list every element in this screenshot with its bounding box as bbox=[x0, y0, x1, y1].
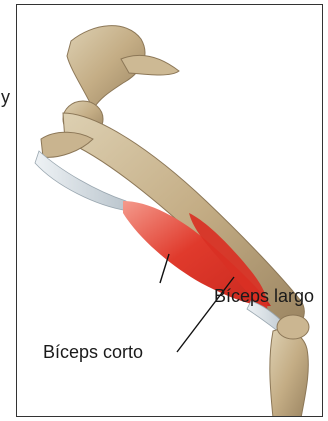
stray-text: y bbox=[1, 88, 10, 106]
biceps-corto-label: Bíceps corto bbox=[43, 343, 143, 361]
elbow-joint bbox=[277, 315, 309, 339]
acromion-bone bbox=[121, 55, 179, 75]
biceps-largo-label: Bíceps largo bbox=[214, 287, 314, 305]
biceps-largo-leader-line bbox=[160, 254, 169, 283]
anatomy-figure-frame: Bíceps largo Bíceps corto bbox=[16, 4, 323, 417]
coracoid-bone bbox=[41, 132, 93, 157]
forearm-bone bbox=[270, 329, 308, 417]
